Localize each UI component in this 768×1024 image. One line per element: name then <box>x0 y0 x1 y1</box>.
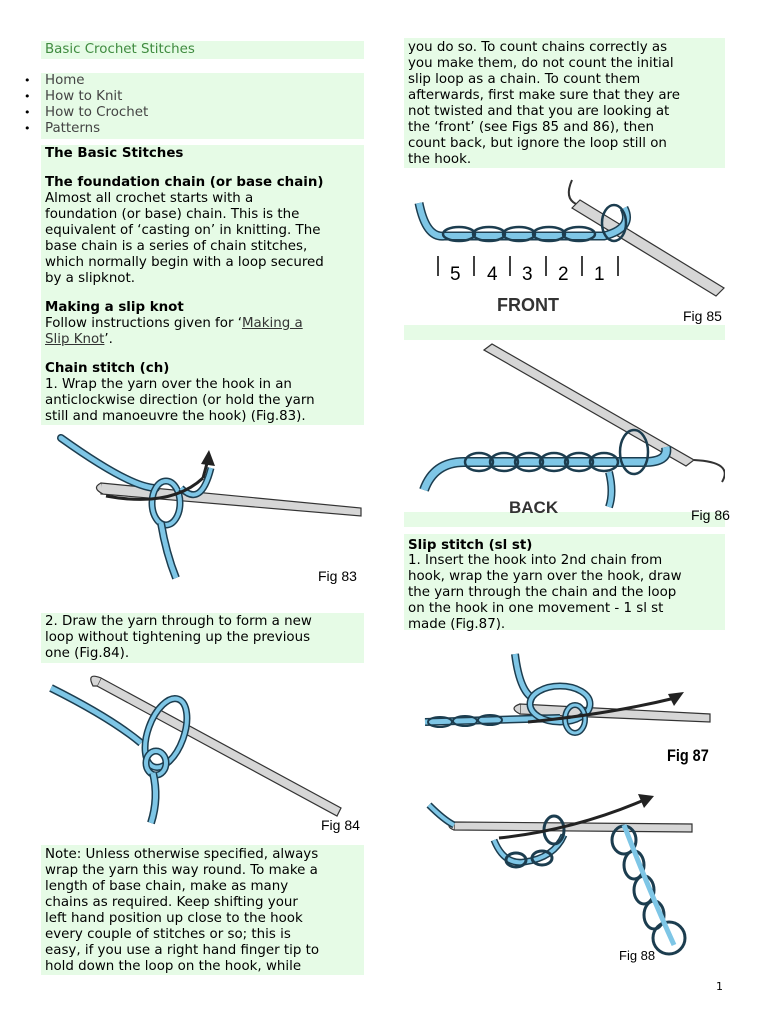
foundation-text: Almost all crochet starts with a foundat… <box>45 191 324 286</box>
slipknot-link[interactable]: Making a <box>241 316 303 331</box>
fig86-label: Fig 86 <box>691 507 730 523</box>
fig88-illustration <box>426 794 693 956</box>
chain-step2-panel <box>41 613 364 663</box>
nav-item-how-to-knit[interactable]: • How to Knit <box>24 89 123 104</box>
fig85-number-1: 1 <box>594 264 605 285</box>
note-text: Note: Unless otherwise specified, always… <box>45 847 320 974</box>
fig84-label: Fig 84 <box>321 817 360 833</box>
title-panel <box>41 41 364 59</box>
slip-stitch-heading: Slip stitch (sl st) <box>408 538 533 553</box>
nav-item-patterns[interactable]: • Patterns <box>24 121 101 136</box>
slip-stitch-text: 1. Insert the hook into 2nd chain from h… <box>408 553 682 632</box>
slipknot-text-line2: Slip Knot’. <box>45 332 113 347</box>
fig85-number-5: 5 <box>450 264 461 285</box>
nav-item-label: How to Knit <box>45 89 123 104</box>
nav-item-label: How to Crochet <box>45 105 149 120</box>
intro-panel <box>41 145 364 425</box>
fig86-illustration <box>404 342 725 512</box>
fig85-number-4: 4 <box>487 264 498 285</box>
section-heading: The Basic Stitches <box>45 146 184 161</box>
foundation-heading: The foundation chain (or base chain) <box>45 175 324 190</box>
nav-item-label: Patterns <box>45 121 101 136</box>
continued-panel <box>404 38 725 168</box>
fig83-illustration <box>57 434 362 580</box>
chain-step-1: 1. Wrap the yarn over the hook in an ant… <box>45 377 315 424</box>
continued-text: you do so. To count chains correctly as … <box>408 40 680 167</box>
fig87-illustration <box>424 653 711 736</box>
page-number: 1 <box>716 980 723 993</box>
page-title: Basic Crochet Stitches <box>45 42 195 57</box>
slipknot-text: Follow instructions given for ‘Making a <box>45 316 303 331</box>
nav-item-home[interactable]: • Home <box>24 73 85 88</box>
fig86-caption: BACK <box>509 498 559 517</box>
fig87-label: Fig 87 <box>667 746 709 765</box>
nav-item-label: Home <box>45 73 85 88</box>
nav-item-how-to-crochet[interactable]: • How to Crochet <box>24 105 149 120</box>
fig85-number-2: 2 <box>558 264 569 285</box>
fig85-caption: FRONT <box>497 295 559 315</box>
fig85-number-3: 3 <box>522 264 533 285</box>
fig85-illustration <box>404 168 725 325</box>
slipknot-link-cont[interactable]: Slip Knot <box>45 332 105 347</box>
chain-step-2: 2. Draw the yarn through to form a new l… <box>45 614 312 661</box>
fig83-label: Fig 83 <box>318 568 357 584</box>
fig87-panel <box>410 634 712 772</box>
nav-panel <box>41 73 364 139</box>
slipknot-heading: Making a slip knot <box>45 300 184 315</box>
fig88-label: Fig 88 <box>619 948 656 963</box>
fig85-label: Fig 85 <box>683 308 722 324</box>
note-panel <box>41 845 364 975</box>
chain-heading: Chain stitch (ch) <box>45 361 170 376</box>
slip-stitch-panel <box>404 534 725 630</box>
fig84-illustration <box>49 675 342 825</box>
